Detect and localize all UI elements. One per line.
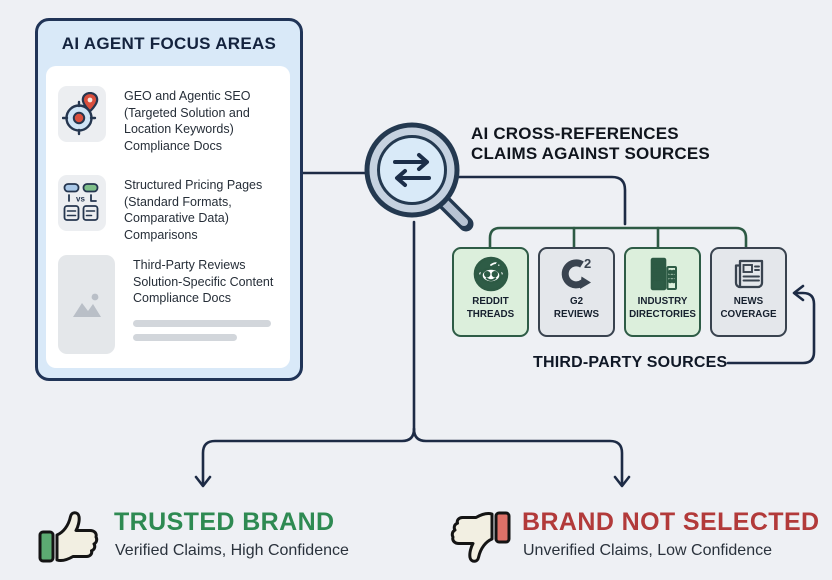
focus-item-geo-text: GEO and Agentic SEO (Targeted Solution a…: [124, 89, 251, 153]
vs-label: vs: [76, 195, 85, 204]
sources-row: REDDIT THREADS 2 G2 REVIEWS: [452, 247, 787, 337]
source-label-news: NEWS COVERAGE: [720, 296, 777, 320]
source-label-reddit: REDDIT THREADS: [466, 296, 515, 320]
magnifier-exchange-icon: [356, 112, 478, 238]
pricing-comparison-icon: vs: [58, 175, 106, 231]
brand-not-selected-title: BRAND NOT SELECTED: [522, 508, 820, 536]
focus-item-pricing-text: Structured Pricing Pages (Standard Forma…: [124, 178, 263, 242]
g2-icon: 2: [561, 256, 591, 289]
source-label-industry: INDUSTRY DIRECTORIES: [629, 296, 696, 320]
skeleton-bar: [133, 319, 271, 327]
focus-item-reviews-body: Third-Party Reviews Solution-Specific Co…: [133, 255, 273, 341]
image-placeholder-icon: [58, 255, 115, 354]
cross-references-heading: AI CROSS-REFERENCES CLAIMS AGAINST SOURC…: [471, 124, 710, 163]
newspaper-icon: [734, 259, 763, 289]
trusted-brand-title: TRUSTED BRAND: [114, 508, 335, 536]
trusted-brand-subtitle: Verified Claims, High Confidence: [115, 542, 349, 559]
wire-magnifier-to-sources: [454, 175, 627, 226]
brand-not-selected-subtitle: Unverified Claims, Low Confidence: [523, 542, 772, 559]
wire-branch-right: [412, 427, 624, 486]
geo-target-icon: [58, 86, 106, 142]
arrowhead-left-down-icon: [194, 475, 212, 488]
arrowhead-right-down-icon: [613, 475, 631, 488]
source-box-reddit: REDDIT THREADS: [452, 247, 529, 337]
wire-thirdparty-hook: [726, 291, 816, 365]
focus-item-pricing: vs Structured Pricing Pages (Standard Fo…: [58, 175, 286, 243]
reddit-icon: [473, 256, 508, 292]
focus-areas-card: AI AGENT FOCUS AREAS GEO and Agentic SEO…: [35, 18, 303, 381]
wire-sources-tree: [488, 226, 748, 251]
source-box-industry: INDUSTRY DIRECTORIES: [624, 247, 701, 337]
buildings-icon: [650, 257, 677, 291]
wire-branch-left: [201, 427, 416, 486]
source-box-g2: 2 G2 REVIEWS: [538, 247, 615, 337]
focus-areas-title: AI AGENT FOCUS AREAS: [61, 34, 277, 53]
focus-item-reviews: Third-Party Reviews Solution-Specific Co…: [58, 255, 286, 354]
focus-item-reviews-text: Third-Party Reviews Solution-Specific Co…: [133, 258, 274, 305]
third-party-sources-label: THIRD-PARTY SOURCES: [533, 354, 728, 371]
focus-item-geo: GEO and Agentic SEO (Targeted Solution a…: [58, 86, 286, 154]
thumbs-up-icon: [36, 502, 106, 572]
source-box-news: NEWS COVERAGE: [710, 247, 787, 337]
source-label-g2: G2 REVIEWS: [553, 296, 600, 320]
skeleton-bar: [133, 333, 237, 341]
arrowhead-thirdparty-icon: [792, 284, 805, 302]
g2-superscript: 2: [584, 256, 591, 271]
focus-areas-panel: GEO and Agentic SEO (Targeted Solution a…: [46, 66, 290, 368]
thumbs-down-icon: [443, 502, 513, 572]
